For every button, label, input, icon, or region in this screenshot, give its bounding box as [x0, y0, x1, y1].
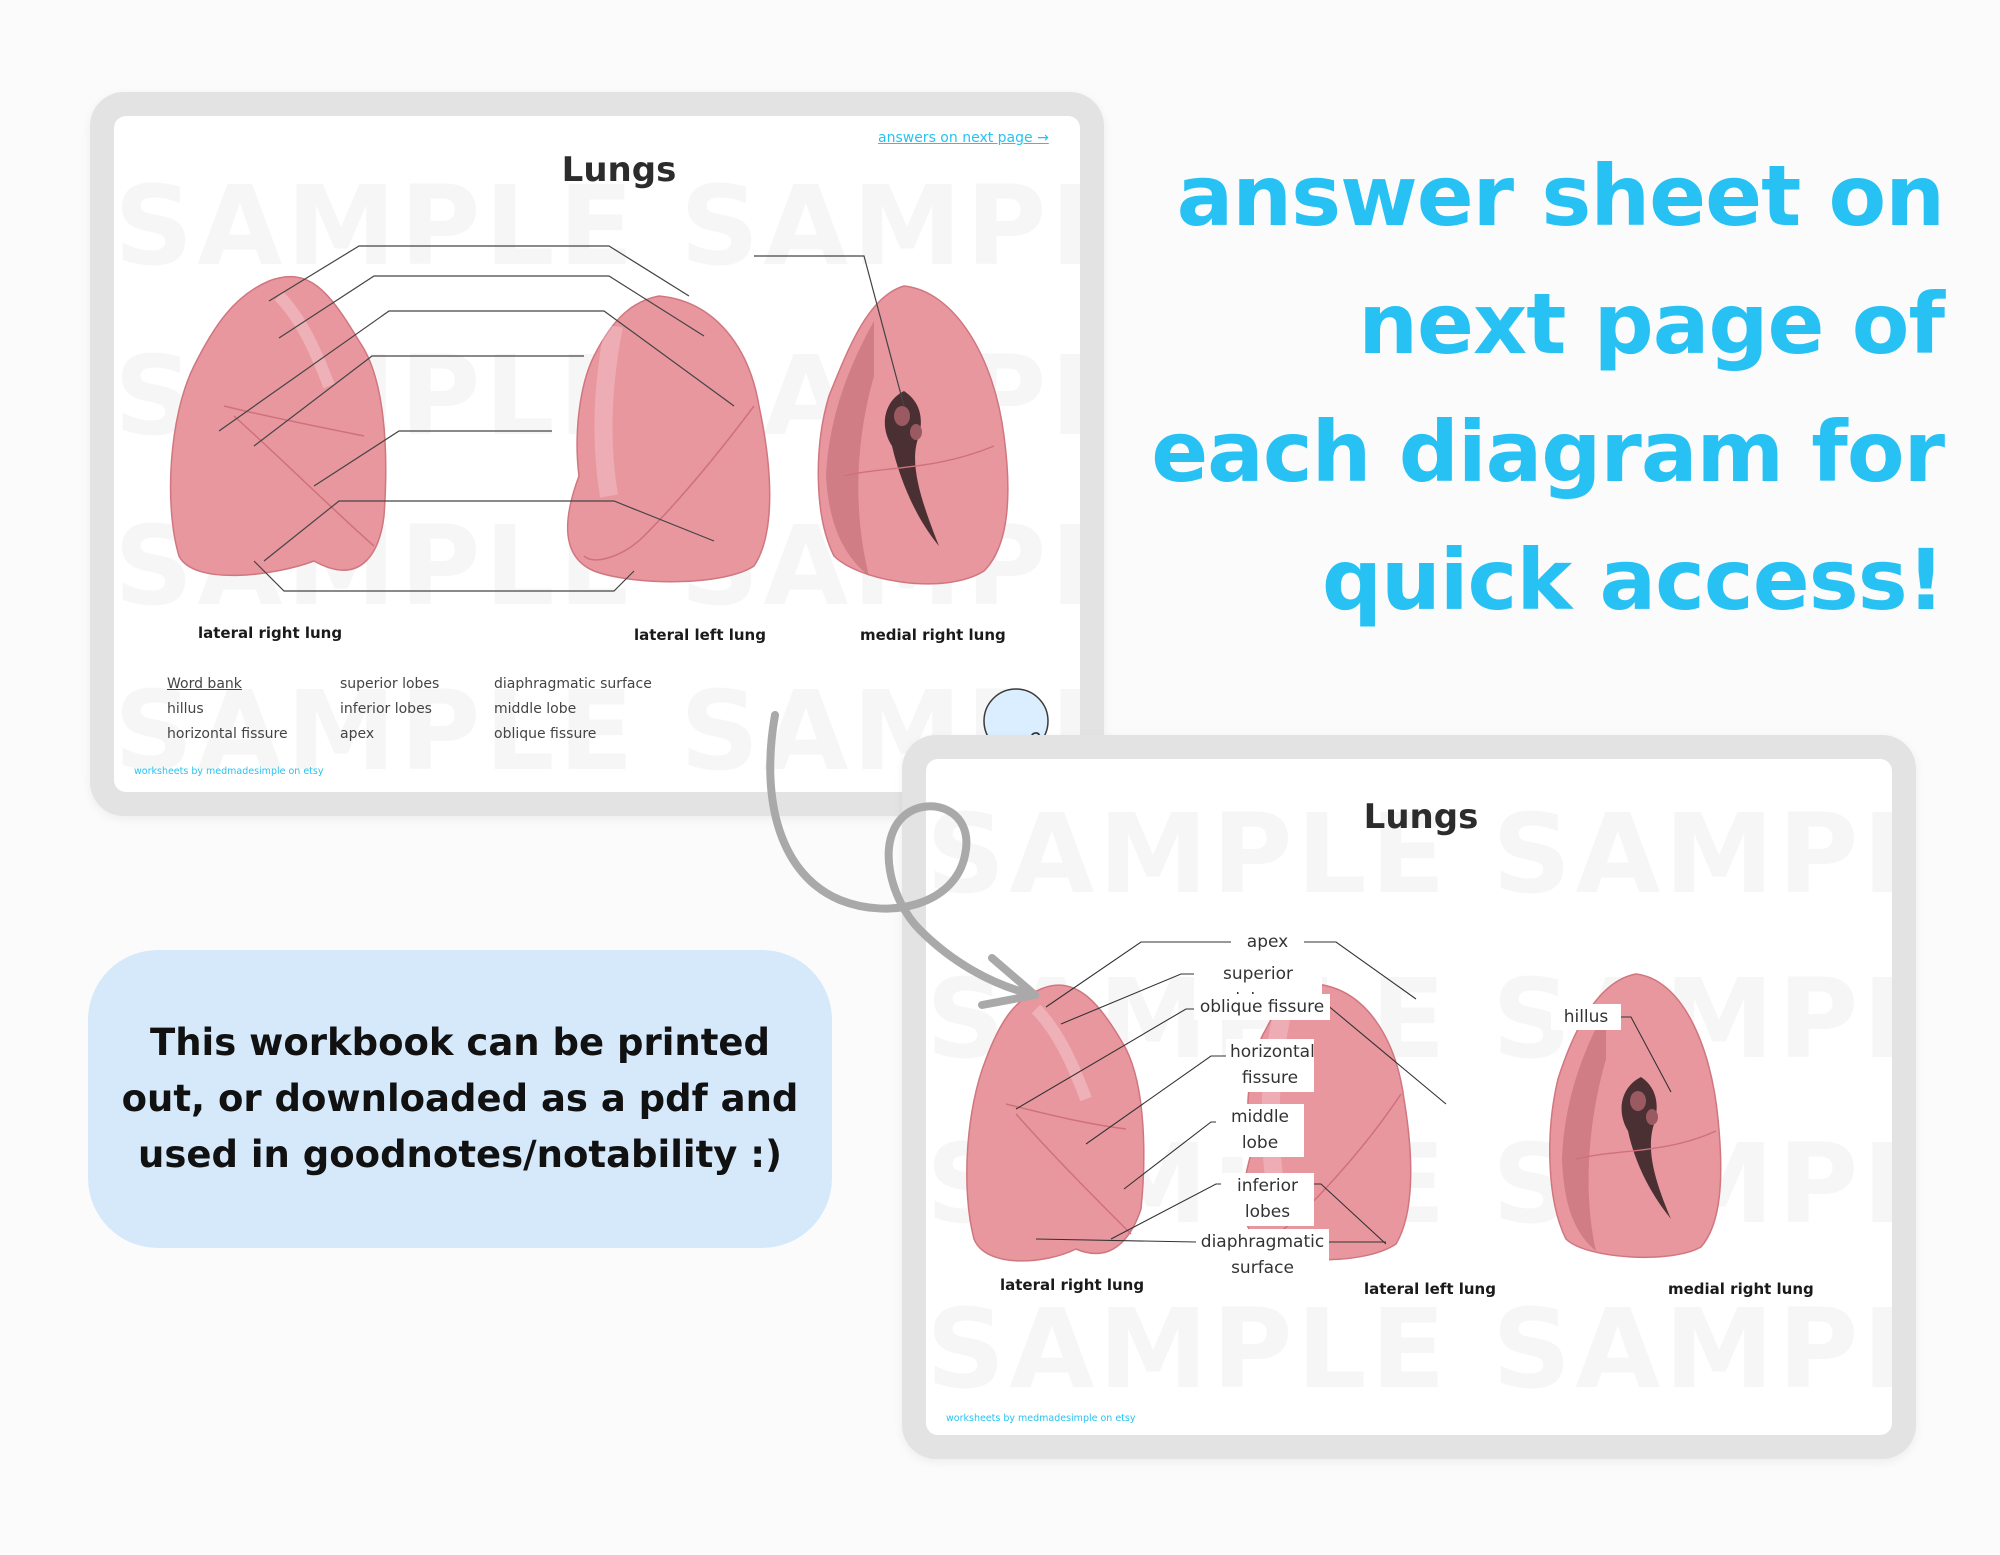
word-bank-item: superior lobes	[340, 676, 440, 692]
answer-sheet-title: Lungs	[1363, 797, 1479, 837]
label-line: fissure	[1241, 1068, 1299, 1089]
label-apex: apex	[1231, 929, 1304, 956]
label-line: inferior	[1236, 1176, 1299, 1196]
caption-medial-right-lung: medial right lung	[1668, 1280, 1814, 1298]
label-line: lobes	[1244, 1202, 1291, 1223]
word-bank-item: oblique fissure	[494, 726, 597, 742]
worksheet-tablet: SAMPLE SAMPLE SAMPLE SAMPLE SAMPLE SAMPL…	[90, 92, 1104, 816]
answer-sheet-tablet: SAMPLE SAMPLE SAMPLE SAMPLE SAMPLE SAMPL…	[902, 735, 1916, 1459]
word-bank-item: horizontal fissure	[167, 726, 288, 742]
label-oblique-fissure: oblique fissure	[1194, 994, 1330, 1021]
label-hillus: hillus	[1551, 1004, 1621, 1031]
answer-lung-diagram	[966, 941, 1722, 1262]
headline-line: next page of	[1358, 275, 1945, 373]
word-bank-item: diaphragmatic surface	[494, 676, 652, 692]
caption-medial-right-lung: medial right lung	[860, 626, 1006, 644]
lateral-right-lung	[966, 984, 1145, 1262]
word-bank-item: middle lobe	[494, 701, 577, 717]
worksheet-title: Lungs	[561, 150, 677, 190]
info-note: This workbook can be printed out, or dow…	[88, 950, 832, 1248]
headline-line: answer sheet on	[1176, 147, 1945, 245]
worksheet-lung-diagram	[169, 245, 1049, 754]
lateral-left-lung	[566, 295, 771, 583]
note-line: This workbook can be printed	[149, 1021, 771, 1064]
note-line: used in goodnotes/notability :)	[138, 1133, 782, 1176]
headline: answer sheet on next page of each diagra…	[1151, 132, 1945, 644]
headline-line: quick access!	[1321, 531, 1945, 629]
note-line: out, or downloaded as a pdf and	[121, 1077, 799, 1120]
caption-lateral-right-lung: lateral right lung	[198, 624, 343, 642]
word-bank-item: hillus	[167, 701, 204, 717]
label-inferior-lobes: inferior lobes	[1221, 1173, 1314, 1226]
footer-credit: worksheets by medmadesimple on etsy	[134, 766, 324, 777]
word-bank-item: inferior lobes	[340, 701, 432, 717]
word-bank-heading: Word bank	[167, 676, 242, 692]
label-diaphragmatic-surface: diaphragmatic surface	[1196, 1229, 1329, 1282]
label-line: surface	[1231, 1258, 1294, 1279]
caption-lateral-right-lung: lateral right lung	[1000, 1276, 1145, 1294]
label-middle-lobe: middle lobe	[1216, 1104, 1304, 1157]
label-line: middle	[1230, 1107, 1290, 1127]
worksheet-screen: SAMPLE SAMPLE SAMPLE SAMPLE SAMPLE SAMPL…	[114, 116, 1080, 792]
medial-right-lung	[817, 285, 1009, 585]
answers-link[interactable]: answers on next page →	[878, 130, 1049, 146]
label-line: diaphragmatic	[1200, 1232, 1325, 1252]
medial-right-lung	[1549, 973, 1722, 1259]
answer-sheet-screen: SAMPLE SAMPLE SAMPLE SAMPLE SAMPLE SAMPL…	[926, 759, 1892, 1435]
headline-line: each diagram for	[1151, 403, 1945, 501]
blank-label-lines	[218, 245, 905, 592]
label-line: lobe	[1241, 1133, 1279, 1154]
caption-lateral-left-lung: lateral left lung	[634, 626, 766, 644]
footer-credit: worksheets by medmadesimple on etsy	[946, 1413, 1136, 1424]
lateral-right-lung	[169, 276, 387, 577]
word-bank-item: apex	[340, 726, 375, 742]
label-horizontal-fissure: horizontal fissure	[1226, 1039, 1315, 1092]
label-line: horizontal	[1230, 1042, 1315, 1062]
caption-lateral-left-lung: lateral left lung	[1364, 1280, 1496, 1298]
